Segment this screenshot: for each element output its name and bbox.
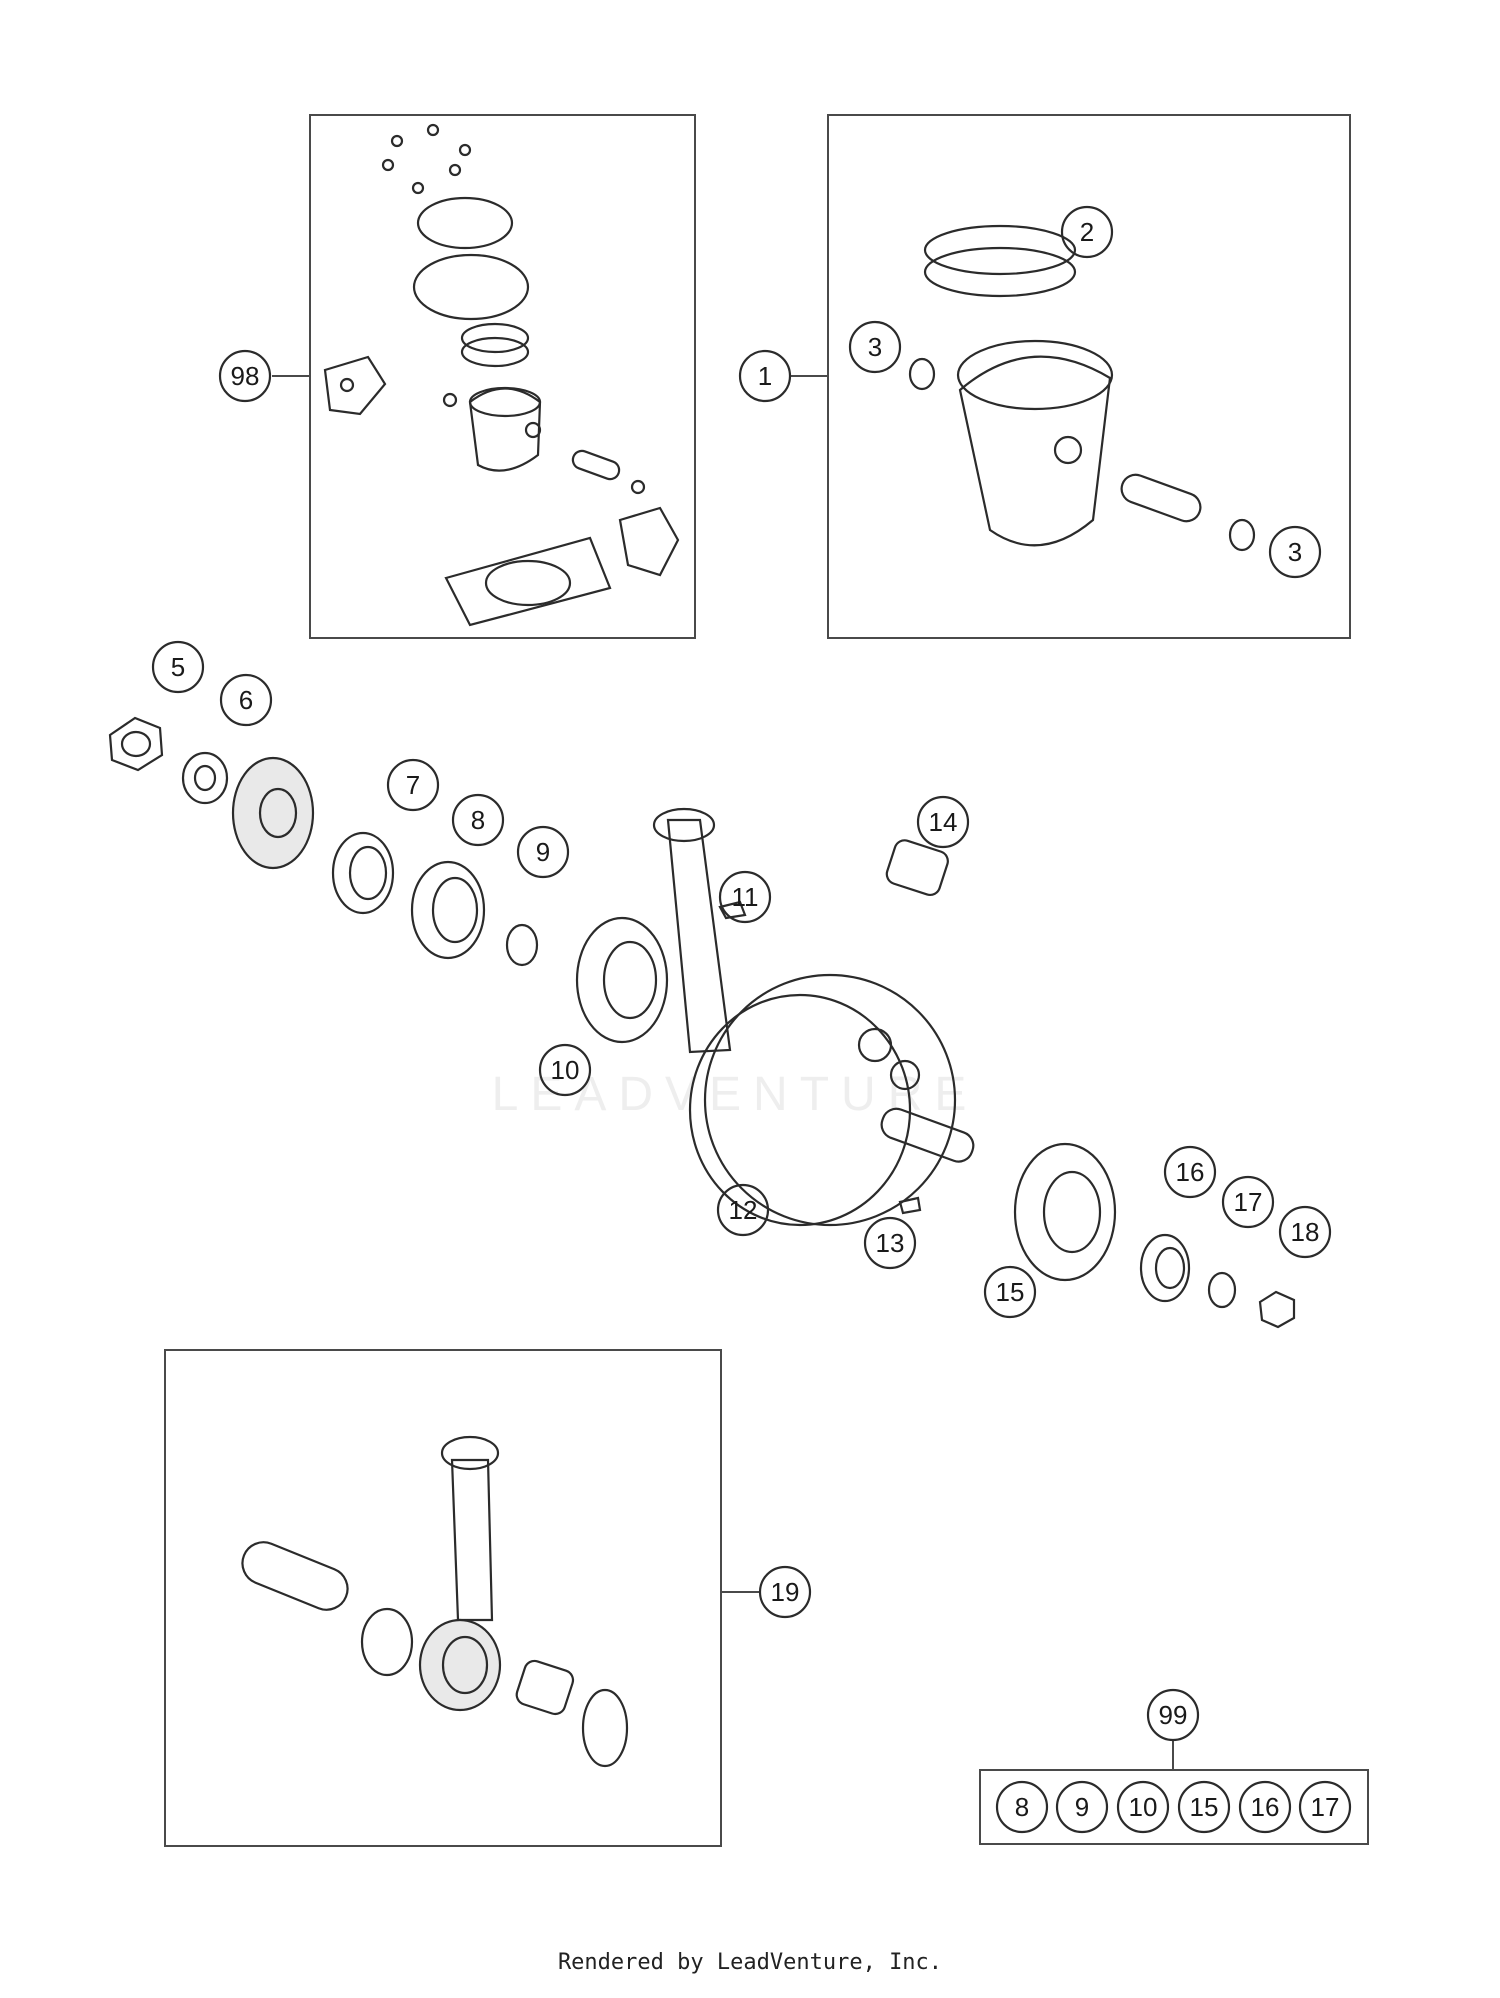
kit-99-item[interactable]: 10 (1116, 1780, 1170, 1834)
svg-text:8: 8 (471, 805, 485, 835)
svg-text:9: 9 (536, 837, 550, 867)
callout-2[interactable]: 2 (1060, 205, 1114, 259)
callout-1[interactable]: 1 (738, 349, 792, 403)
svg-text:7: 7 (406, 770, 420, 800)
callout-16[interactable]: 16 (1163, 1145, 1217, 1199)
svg-text:2: 2 (1080, 217, 1094, 247)
kit-99-item[interactable]: 8 (995, 1780, 1049, 1834)
callout-98[interactable]: 98 (218, 349, 272, 403)
callout-3-left[interactable]: 3 (848, 320, 902, 374)
svg-text:11: 11 (732, 882, 759, 912)
svg-text:99: 99 (1159, 1700, 1188, 1730)
callout-8[interactable]: 8 (451, 793, 505, 847)
svg-text:15: 15 (1190, 1792, 1219, 1822)
piston-parts (908, 224, 1256, 552)
svg-text:19: 19 (771, 1577, 800, 1607)
piston-frame (790, 114, 1351, 639)
conrod-kit-frame (164, 1349, 760, 1847)
kit-99-item[interactable]: 17 (1298, 1780, 1352, 1834)
kit-98-frame (272, 114, 696, 639)
callout-15[interactable]: 15 (983, 1265, 1037, 1319)
footer-credit: Rendered by LeadVenture, Inc. (557, 1950, 943, 1975)
callout-9[interactable]: 9 (516, 825, 570, 879)
callout-18[interactable]: 18 (1278, 1205, 1332, 1259)
callout-10[interactable]: 10 (538, 1043, 592, 1097)
svg-text:10: 10 (551, 1055, 580, 1085)
callout-7[interactable]: 7 (386, 758, 440, 812)
kit-99-item[interactable]: 16 (1238, 1780, 1292, 1834)
svg-text:15: 15 (996, 1277, 1025, 1307)
kit-99-group (979, 1740, 1369, 1845)
svg-text:5: 5 (171, 652, 185, 682)
svg-text:16: 16 (1176, 1157, 1205, 1187)
svg-text:12: 12 (729, 1195, 758, 1225)
svg-text:10: 10 (1129, 1792, 1158, 1822)
kit-98-parts (323, 123, 680, 627)
svg-text:14: 14 (929, 807, 958, 837)
svg-text:98: 98 (231, 361, 260, 391)
svg-text:16: 16 (1251, 1792, 1280, 1822)
callout-6[interactable]: 6 (219, 673, 273, 727)
svg-text:6: 6 (239, 685, 253, 715)
svg-text:3: 3 (1288, 537, 1302, 567)
callout-14[interactable]: 14 (916, 795, 970, 849)
callout-3-right[interactable]: 3 (1268, 525, 1322, 579)
svg-text:9: 9 (1075, 1792, 1089, 1822)
callout-17[interactable]: 17 (1221, 1175, 1275, 1229)
callout-12[interactable]: 12 (716, 1183, 770, 1237)
callout-13[interactable]: 13 (863, 1216, 917, 1270)
kit-99-item[interactable]: 15 (1177, 1780, 1231, 1834)
callout-5[interactable]: 5 (151, 640, 205, 694)
svg-text:8: 8 (1015, 1792, 1029, 1822)
svg-text:13: 13 (876, 1228, 905, 1258)
crankshaft-parts (108, 716, 1296, 1329)
callout-99[interactable]: 99 (1146, 1688, 1200, 1742)
callout-11[interactable]: 11 (718, 870, 772, 924)
svg-text:17: 17 (1234, 1187, 1263, 1217)
kit-99-item[interactable]: 9 (1055, 1780, 1109, 1834)
svg-text:18: 18 (1291, 1217, 1320, 1247)
svg-text:3: 3 (868, 332, 882, 362)
conrod-kit-parts (241, 1435, 629, 1768)
svg-text:17: 17 (1311, 1792, 1340, 1822)
callout-19[interactable]: 19 (758, 1565, 812, 1619)
svg-text:1: 1 (758, 361, 772, 391)
